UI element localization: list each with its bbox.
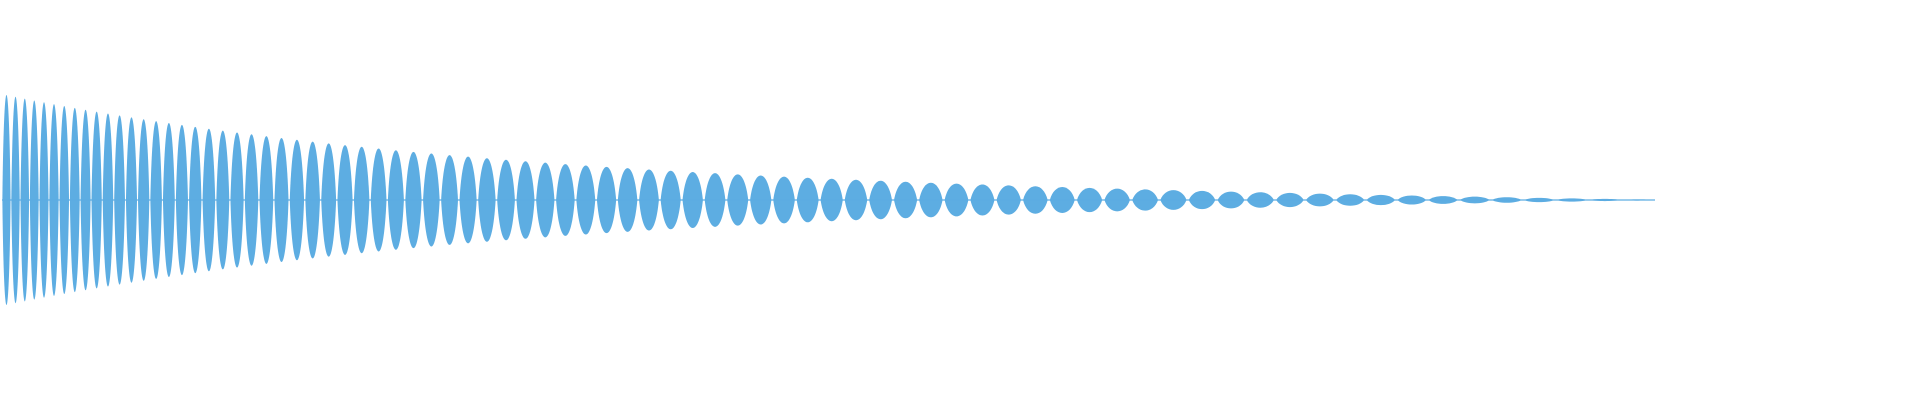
waveform-pulses	[2, 95, 1655, 305]
